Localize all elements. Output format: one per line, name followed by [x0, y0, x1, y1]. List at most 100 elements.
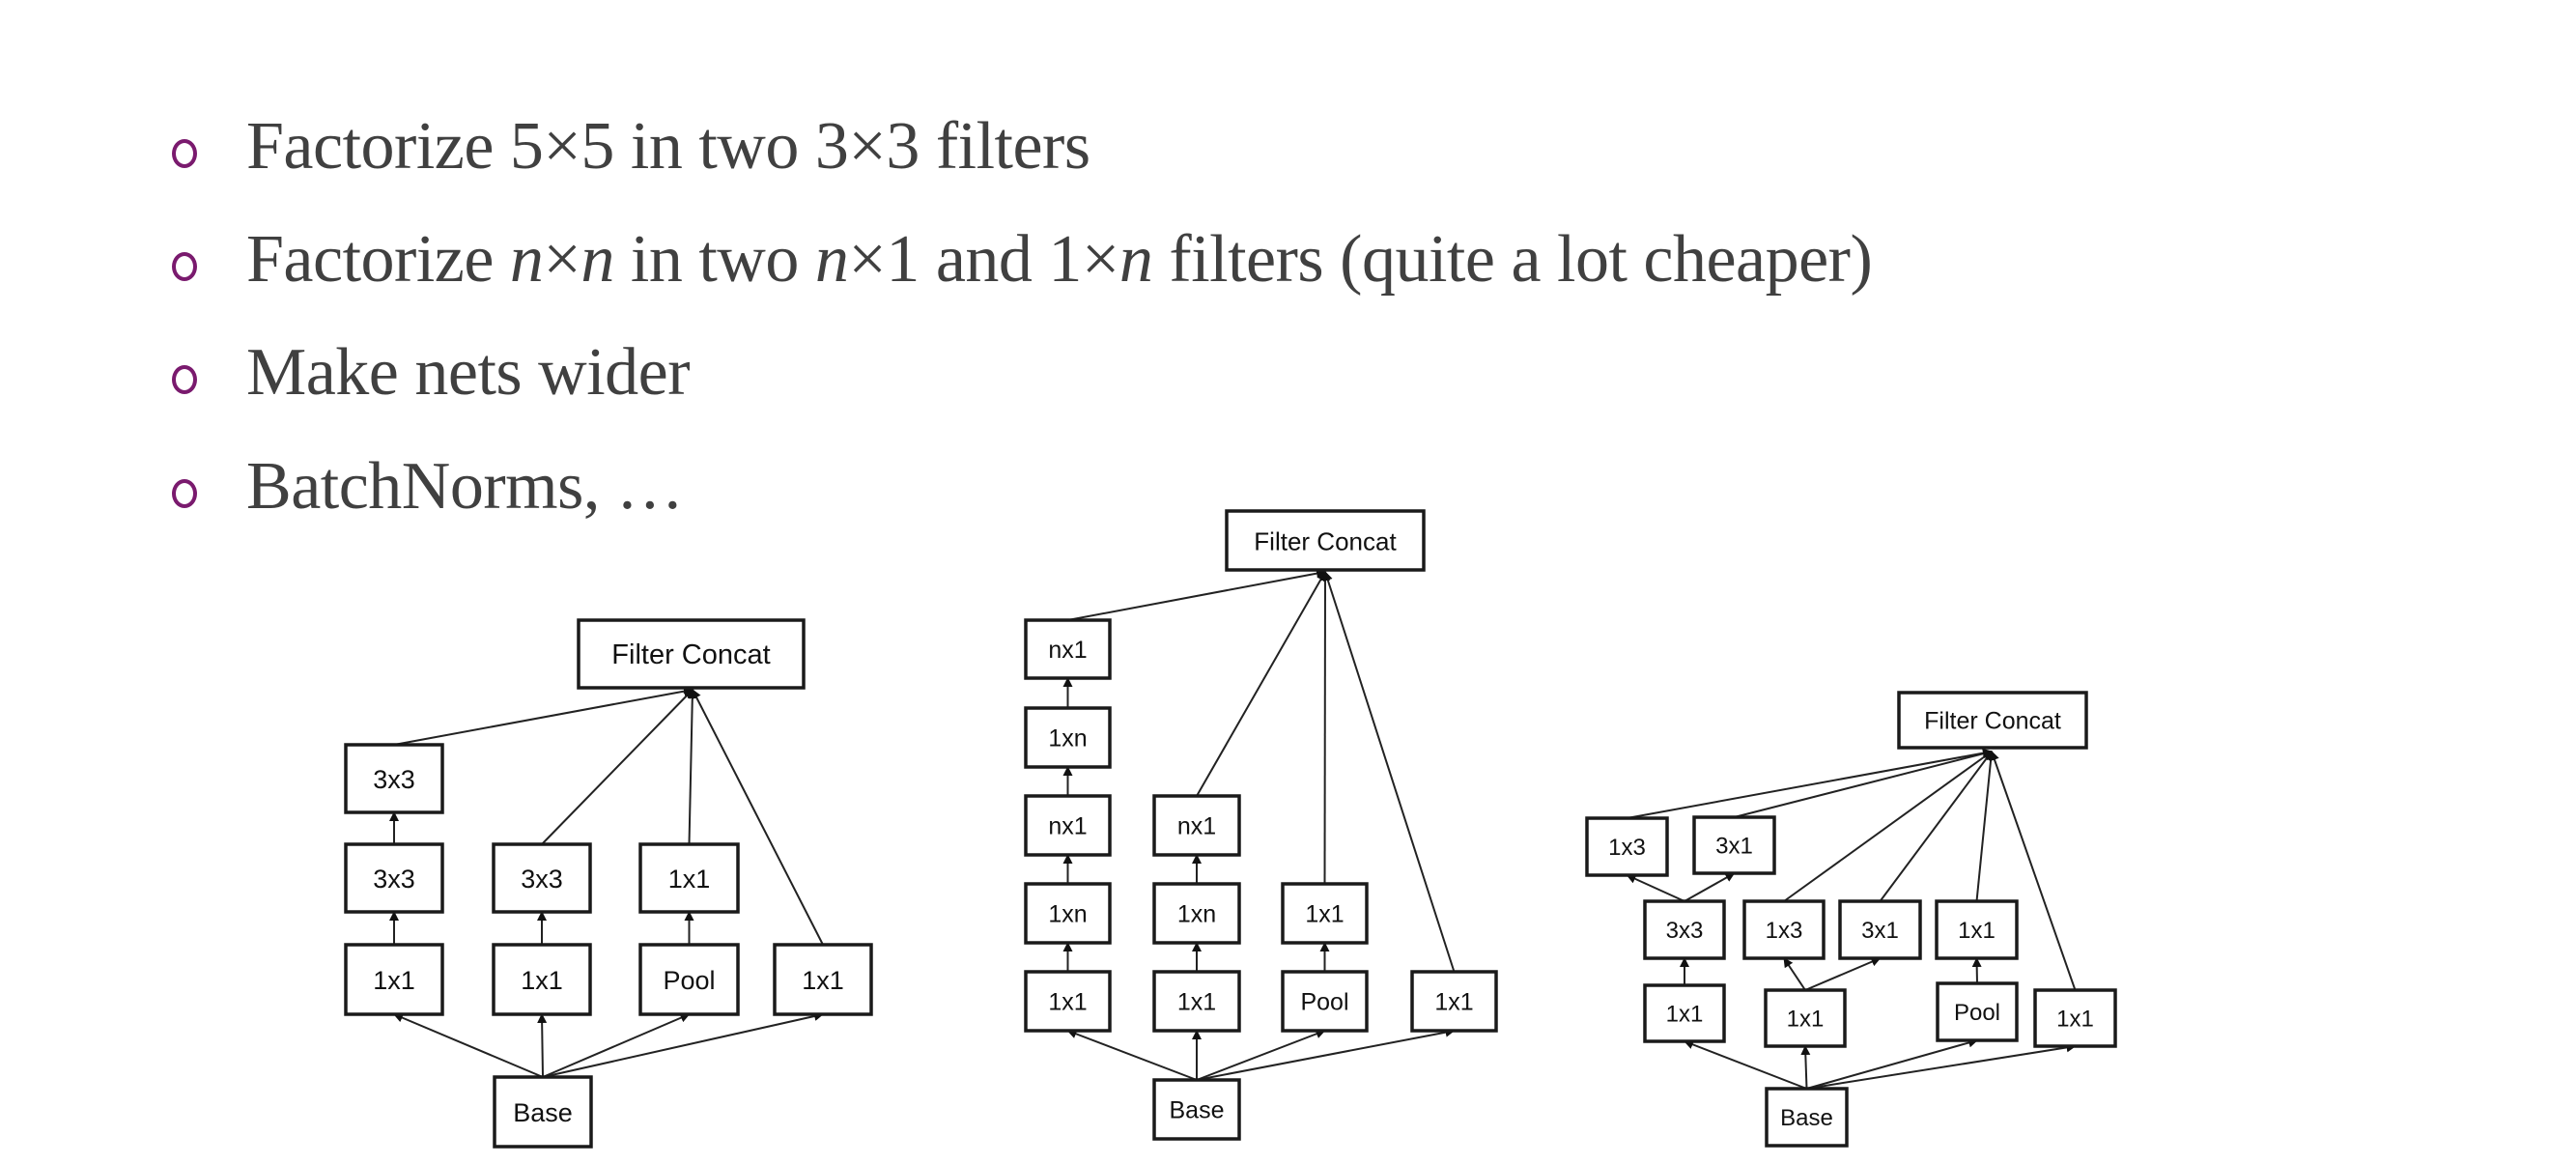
- conv-node: 1x1: [638, 842, 740, 914]
- node-label: 1xn: [1177, 901, 1216, 928]
- conv-node: 1x1: [492, 943, 592, 1016]
- node-label: 1x1: [1958, 918, 1996, 944]
- node-box: [1225, 509, 1426, 572]
- edge-a3l-to-concat: [1627, 748, 1993, 819]
- conv-node: 1xn: [1024, 706, 1112, 769]
- filter-concat-node: Filter Concat: [577, 618, 806, 690]
- base-node: Base: [493, 1075, 593, 1149]
- conv-node: Pool: [1281, 970, 1369, 1033]
- node-label: 1xn: [1048, 725, 1087, 752]
- node-box: [1024, 618, 1112, 680]
- node-label: 1x1: [373, 966, 415, 995]
- node-box: [1742, 899, 1826, 960]
- node-label: 3x3: [1666, 918, 1704, 944]
- node-box: [493, 1075, 593, 1149]
- edge-d1-to-concat: [1990, 751, 2077, 991]
- node-box: [1692, 815, 1776, 875]
- node-box: [344, 743, 444, 814]
- bullet-text: Factorize n×n in two n×1 and 1×n filters…: [246, 221, 1873, 298]
- hollow-circle-bullet-icon: [172, 365, 197, 394]
- text-segment: Make nets wider: [246, 335, 691, 410]
- conv-node: 1x1: [1410, 970, 1498, 1033]
- base-node: Base: [1765, 1087, 1849, 1148]
- node-label: Filter Concat: [611, 639, 770, 670]
- edge-a2-to-a3r: [1684, 872, 1736, 902]
- edge-b3-to-concat: [1196, 571, 1326, 797]
- node-label: 3x3: [373, 865, 415, 894]
- node-label: 3x1: [1715, 834, 1753, 860]
- edge-b1-to-b2r: [1804, 956, 1882, 991]
- bullet-item: Factorize n×n in two n×1 and 1×n filters…: [172, 216, 1873, 303]
- bullet-text: Make nets wider: [246, 334, 691, 412]
- edge-b2l-to-concat: [1783, 751, 1993, 902]
- node-box: [1281, 970, 1369, 1033]
- node-label: 1x1: [1666, 1002, 1704, 1028]
- node-box: [1643, 899, 1726, 960]
- node-box: [1765, 1087, 1849, 1148]
- math-variable: n: [509, 222, 544, 297]
- conv-node: nx1: [1024, 618, 1112, 680]
- node-label: 3x3: [373, 765, 415, 794]
- node-box: [1764, 988, 1847, 1048]
- edge-a2-to-a3l: [1626, 874, 1685, 902]
- node-box: [492, 842, 592, 914]
- conv-node: 1x1: [773, 943, 873, 1016]
- node-box: [344, 842, 444, 914]
- node-box: [1152, 1078, 1241, 1141]
- conv-node: 1x1: [1281, 882, 1369, 945]
- node-label: 1x1: [1787, 1007, 1825, 1033]
- conv-node: 1x1: [2033, 988, 2117, 1048]
- node-box: [1024, 794, 1112, 857]
- bullet-item: Factorize 5×5 in two 3×3 filters: [172, 103, 1090, 190]
- edge-base-to-a1: [1684, 1039, 1807, 1090]
- node-label: 1x1: [802, 966, 844, 995]
- node-box: [2033, 988, 2117, 1048]
- conv-node: 3x3: [344, 743, 444, 814]
- hollow-circle-bullet-icon: [172, 479, 197, 508]
- bullet-text: Factorize 5×5 in two 3×3 filters: [246, 108, 1090, 185]
- node-label: Base: [1170, 1097, 1225, 1124]
- edge-a3-to-concat: [393, 686, 694, 746]
- edge-base-to-b1: [537, 1013, 548, 1078]
- edge-base-to-d1: [1806, 1042, 2077, 1090]
- conv-node: Pool: [1936, 981, 2019, 1042]
- edge-base-to-b1: [1800, 1045, 1811, 1090]
- conv-node: Pool: [638, 943, 740, 1016]
- edge-b2r-to-concat: [1879, 751, 1993, 902]
- math-variable: n: [1118, 222, 1153, 297]
- node-label: Base: [513, 1098, 573, 1127]
- node-label: 1xn: [1048, 901, 1087, 928]
- node-label: Pool: [663, 966, 715, 995]
- edge-base-to-a1: [393, 1012, 544, 1078]
- node-box: [1585, 816, 1669, 877]
- node-box: [1936, 981, 2019, 1042]
- node-box: [638, 943, 740, 1016]
- node-label: 3x1: [1861, 918, 1899, 944]
- edge-d1-to-concat: [1323, 571, 1456, 973]
- math-variable: n: [814, 222, 849, 297]
- conv-node: nx1: [1024, 794, 1112, 857]
- conv-node: 1x1: [344, 943, 444, 1016]
- node-label: 1x3: [1766, 918, 1803, 944]
- edge-base-to-d1: [542, 1011, 824, 1078]
- conv-node: 1x1: [1764, 988, 1847, 1048]
- filter-concat-node: Filter Concat: [1897, 691, 2088, 750]
- filter-concat-node: Filter Concat: [1225, 509, 1426, 572]
- conv-node: 3x1: [1838, 899, 1922, 960]
- conv-node: 3x1: [1692, 815, 1776, 875]
- node-box: [577, 618, 806, 690]
- node-label: 3x3: [521, 865, 563, 894]
- edge-a5-to-concat: [1067, 568, 1326, 621]
- conv-node: 1x1: [1935, 899, 2019, 960]
- node-label: Pool: [1300, 989, 1348, 1016]
- base-node: Base: [1152, 1078, 1241, 1141]
- node-box: [1897, 691, 2088, 750]
- text-segment: ×1 and 1×: [848, 222, 1119, 297]
- node-label: 1x3: [1608, 835, 1646, 861]
- text-segment: Factorize: [246, 222, 510, 297]
- node-box: [492, 943, 592, 1016]
- edge-base-to-a1: [1066, 1029, 1198, 1081]
- node-box: [1410, 970, 1498, 1033]
- conv-node: 3x3: [492, 842, 592, 914]
